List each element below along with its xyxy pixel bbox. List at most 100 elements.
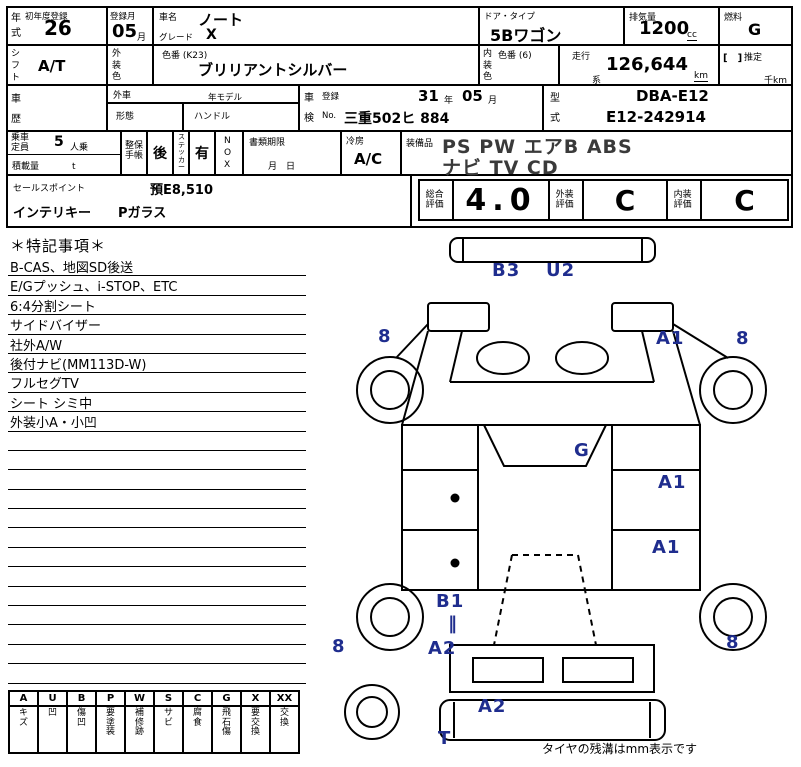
legend-desc: 飛石傷 bbox=[221, 708, 231, 737]
grade-label: グレード bbox=[159, 33, 194, 43]
car-name-label: 車名 bbox=[159, 13, 178, 23]
form-row-3: 車歴 外車 年モデル 形態 ハンドル 車検 登録 No. 31 年 05 月 bbox=[8, 86, 791, 132]
year-model-label: 年モデル bbox=[208, 93, 243, 103]
reg-month-value: 05 bbox=[112, 21, 138, 42]
legend-desc: 要塗装 bbox=[105, 708, 115, 737]
cell-model-code: 型式 DBA-E12 E12-242914 bbox=[544, 86, 791, 130]
cell-ext-color-side: 外装色 bbox=[108, 46, 154, 84]
nox-seg: NOX bbox=[214, 132, 242, 174]
memo-heading: ＊特記事項＊ bbox=[10, 237, 107, 255]
memo-line bbox=[8, 645, 306, 665]
form-grid: 年式 初年度登録 26 登録月 05 月 車名 ノート グレード X ドア・タイ… bbox=[6, 6, 793, 228]
legend-code: P bbox=[97, 692, 124, 707]
legend-desc: 補修跡 bbox=[134, 708, 144, 737]
estimate-label: 推定 bbox=[744, 53, 763, 63]
equipment-label: 装備品 bbox=[406, 139, 434, 149]
capacity-value: 5 bbox=[54, 134, 64, 150]
legend-code: W bbox=[126, 692, 153, 707]
diagram-mark: T bbox=[438, 728, 452, 749]
diagram-mark: G bbox=[574, 440, 590, 461]
model-code-side-label: 型式 bbox=[550, 93, 560, 124]
legend-code: S bbox=[155, 692, 182, 707]
legend-code: U bbox=[39, 692, 66, 707]
ext-color-side-label: 外装色 bbox=[112, 49, 122, 82]
diagram-marks-layer: B3 U2 8 A1 8 G A1 A1 B1 ‖ 8 A2 bbox=[332, 234, 798, 766]
cell-import: 外車 年モデル 形態 ハンドル bbox=[108, 86, 300, 130]
year-side-label: 年式 bbox=[11, 13, 21, 39]
damage-legend: A キズ U 凹 B 傷凹 P 要塗装 W 補修跡 bbox=[8, 690, 300, 754]
int-color-code-label: 色番 (6) bbox=[498, 51, 532, 61]
year-value: 26 bbox=[44, 16, 72, 40]
inspection-no-label: No. bbox=[322, 111, 337, 121]
interior-eval-value: C bbox=[734, 183, 755, 217]
model-code-line2: E12-242914 bbox=[606, 108, 706, 126]
keitai-label: 形態 bbox=[116, 112, 135, 122]
overall-eval-label-box: 総合評価 bbox=[420, 181, 454, 219]
load-label: 積載量 bbox=[12, 162, 40, 172]
equipment-line1: PS PW エアB ABS bbox=[442, 136, 633, 158]
inspection-year-value: 31 bbox=[418, 87, 439, 105]
legend-column: P 要塗装 bbox=[97, 692, 126, 752]
cell-equipment: 装備品 PS PW エアB ABS ナビ TV CD bbox=[402, 132, 791, 179]
aircon-value: A/C bbox=[354, 150, 383, 168]
ext-color-value: ブリリアントシルバー bbox=[198, 61, 348, 79]
memo-line: E/Gプッシュ、i-STOP、ETC bbox=[8, 276, 306, 296]
cell-displacement: 排気量 1200 cc bbox=[625, 8, 720, 44]
fuel-value: G bbox=[748, 20, 762, 39]
documents-value: 月 日 bbox=[268, 162, 296, 172]
overall-eval-label: 総合評価 bbox=[425, 190, 444, 210]
estimate-unit: 千km bbox=[764, 76, 787, 86]
legend-column: X 要交換 bbox=[242, 692, 271, 752]
memo-line bbox=[8, 470, 306, 490]
exterior-eval-label: 外装評価 bbox=[555, 190, 574, 210]
door-type-value: 5Bワゴン bbox=[490, 26, 562, 45]
diagram-mark: B3 bbox=[492, 260, 521, 281]
sales-point-line2a: インテリキー bbox=[13, 206, 92, 221]
memo-line bbox=[8, 490, 306, 510]
interior-eval-label-box: 内装評価 bbox=[668, 181, 702, 219]
diagram-mark: 8 bbox=[378, 326, 392, 347]
diagram-mark: A2 bbox=[428, 638, 457, 659]
diagram-mark: 8 bbox=[332, 636, 346, 657]
memo-line bbox=[8, 528, 306, 548]
shift-side-label: シフト bbox=[11, 49, 21, 83]
memo-line bbox=[8, 509, 306, 529]
import-sub-row: 形態 ハンドル bbox=[108, 102, 298, 130]
capacity-top: 乗車定員 5 人乗 bbox=[8, 132, 120, 154]
mileage-value: 126,644 bbox=[606, 54, 688, 75]
form-row-2: シフト A/T 外装色 色番 (K23) ブリリアントシルバー 内装色 色番 (… bbox=[8, 46, 791, 86]
legend-code: B bbox=[68, 692, 95, 707]
diagram-mark: A1 bbox=[658, 472, 687, 493]
exterior-eval-box: C bbox=[584, 181, 668, 219]
legend-desc: 要交換 bbox=[250, 708, 260, 737]
memo-line: 後付ナビ(MM113D-W) bbox=[8, 354, 306, 374]
inspection-side-label: 車検 bbox=[304, 93, 314, 124]
legend-column: B 傷凹 bbox=[68, 692, 97, 752]
legend-code: A bbox=[10, 692, 37, 707]
inspection-month-unit: 月 bbox=[488, 96, 498, 106]
sticker-value: 有 bbox=[195, 146, 209, 162]
mileage-label: 走行 bbox=[572, 52, 591, 62]
records-label: 整保手帳 bbox=[125, 141, 144, 161]
load-row: 積載量 t bbox=[8, 154, 120, 174]
cell-fuel: 燃料 G bbox=[720, 8, 791, 44]
handle-label: ハンドル bbox=[194, 112, 231, 122]
form-row-4: 乗車定員 5 人乗 積載量 t 整保手帳 後 ステッカー bbox=[8, 132, 791, 179]
diagram-mark: ‖ bbox=[448, 613, 458, 634]
memo-line: B-CAS、地図SD後送 bbox=[8, 257, 306, 277]
legend-column: XX 交換 bbox=[271, 692, 298, 752]
cell-sales-point: セールスポイント 預E8,510 インテリキー Pガラス bbox=[8, 176, 412, 226]
inspection-month-value: 05 bbox=[462, 87, 483, 105]
overall-eval-box: 4.0 bbox=[454, 181, 550, 219]
import-label: 外車 bbox=[113, 91, 132, 101]
diagram-mark: B1 bbox=[436, 591, 465, 612]
legend-desc: キズ bbox=[18, 708, 28, 728]
reg-month-label: 登録月 bbox=[110, 12, 136, 22]
cell-door-type: ドア・タイプ 5Bワゴン bbox=[480, 8, 625, 45]
memo-line bbox=[8, 587, 306, 607]
diagram-mark: 8 bbox=[726, 632, 740, 653]
legend-code: X bbox=[242, 692, 269, 707]
inspection-year-unit: 年 bbox=[444, 96, 454, 106]
mileage-unit: km bbox=[694, 71, 708, 82]
